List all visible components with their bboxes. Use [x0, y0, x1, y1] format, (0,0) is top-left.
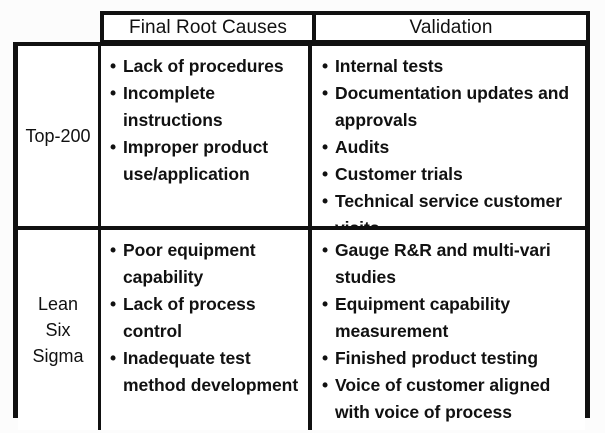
- list-item: Customer trials: [322, 161, 579, 188]
- list-item: Voice of customer aligned with voice of …: [322, 372, 579, 426]
- table-body: Top-200 Lack of procedures Incomplete in…: [13, 42, 590, 430]
- list-item: Lack of process control: [110, 291, 302, 345]
- list-item: Improper product use/application: [110, 134, 302, 188]
- cell-lean-six-sigma-validation: Gauge R&R and multi-vari studies Equipme…: [312, 230, 585, 430]
- cell-top200-final-root-causes: Lack of procedures Incomplete instructio…: [101, 46, 312, 226]
- bullet-list-top200-validation: Internal tests Documentation updates and…: [322, 53, 579, 226]
- list-item: Audits: [322, 134, 579, 161]
- cell-lean-six-sigma-final-root-causes: Poor equipment capability Lack of proces…: [101, 230, 312, 430]
- row-label-line: Top-200: [25, 126, 91, 146]
- row-label-line: Sigma: [32, 346, 84, 366]
- bullet-list-lss-causes: Poor equipment capability Lack of proces…: [110, 237, 302, 399]
- header-final-root-causes: Final Root Causes: [104, 15, 316, 40]
- list-item: Poor equipment capability: [110, 237, 302, 291]
- table-row: Top-200 Lack of procedures Incomplete in…: [18, 46, 585, 230]
- bullet-list-top200-causes: Lack of procedures Incomplete instructio…: [110, 53, 302, 188]
- row-label-top200-text: Top-200: [25, 123, 90, 149]
- table-header-row: Final Root Causes Validation: [100, 11, 590, 43]
- row-label-lean-six-sigma: Lean Six Sigma: [18, 230, 101, 430]
- cell-top200-validation: Internal tests Documentation updates and…: [312, 46, 585, 226]
- list-item: Internal tests: [322, 53, 579, 80]
- bullet-list-lss-validation: Gauge R&R and multi-vari studies Equipme…: [322, 237, 579, 426]
- list-item: Incomplete instructions: [110, 80, 302, 134]
- table-row: Lean Six Sigma Poor equipment capability…: [18, 230, 585, 430]
- list-item: Equipment capability measurement: [322, 291, 579, 345]
- row-label-lean-six-sigma-text: Lean Six Sigma: [32, 291, 83, 369]
- header-final-root-causes-label: Final Root Causes: [129, 16, 287, 38]
- list-item: Inadequate test method development: [110, 345, 302, 399]
- list-item: Gauge R&R and multi-vari studies: [322, 237, 579, 291]
- header-validation-label: Validation: [409, 16, 493, 38]
- list-item: Lack of procedures: [110, 53, 302, 80]
- list-item: Technical service customer visits: [322, 188, 579, 226]
- row-label-line: Six: [45, 320, 71, 340]
- row-label-top200: Top-200: [18, 46, 101, 226]
- list-item: Finished product testing: [322, 345, 579, 372]
- header-validation: Validation: [316, 15, 586, 40]
- row-label-line: Lean: [37, 294, 79, 314]
- list-item: Documentation updates and approvals: [322, 80, 579, 134]
